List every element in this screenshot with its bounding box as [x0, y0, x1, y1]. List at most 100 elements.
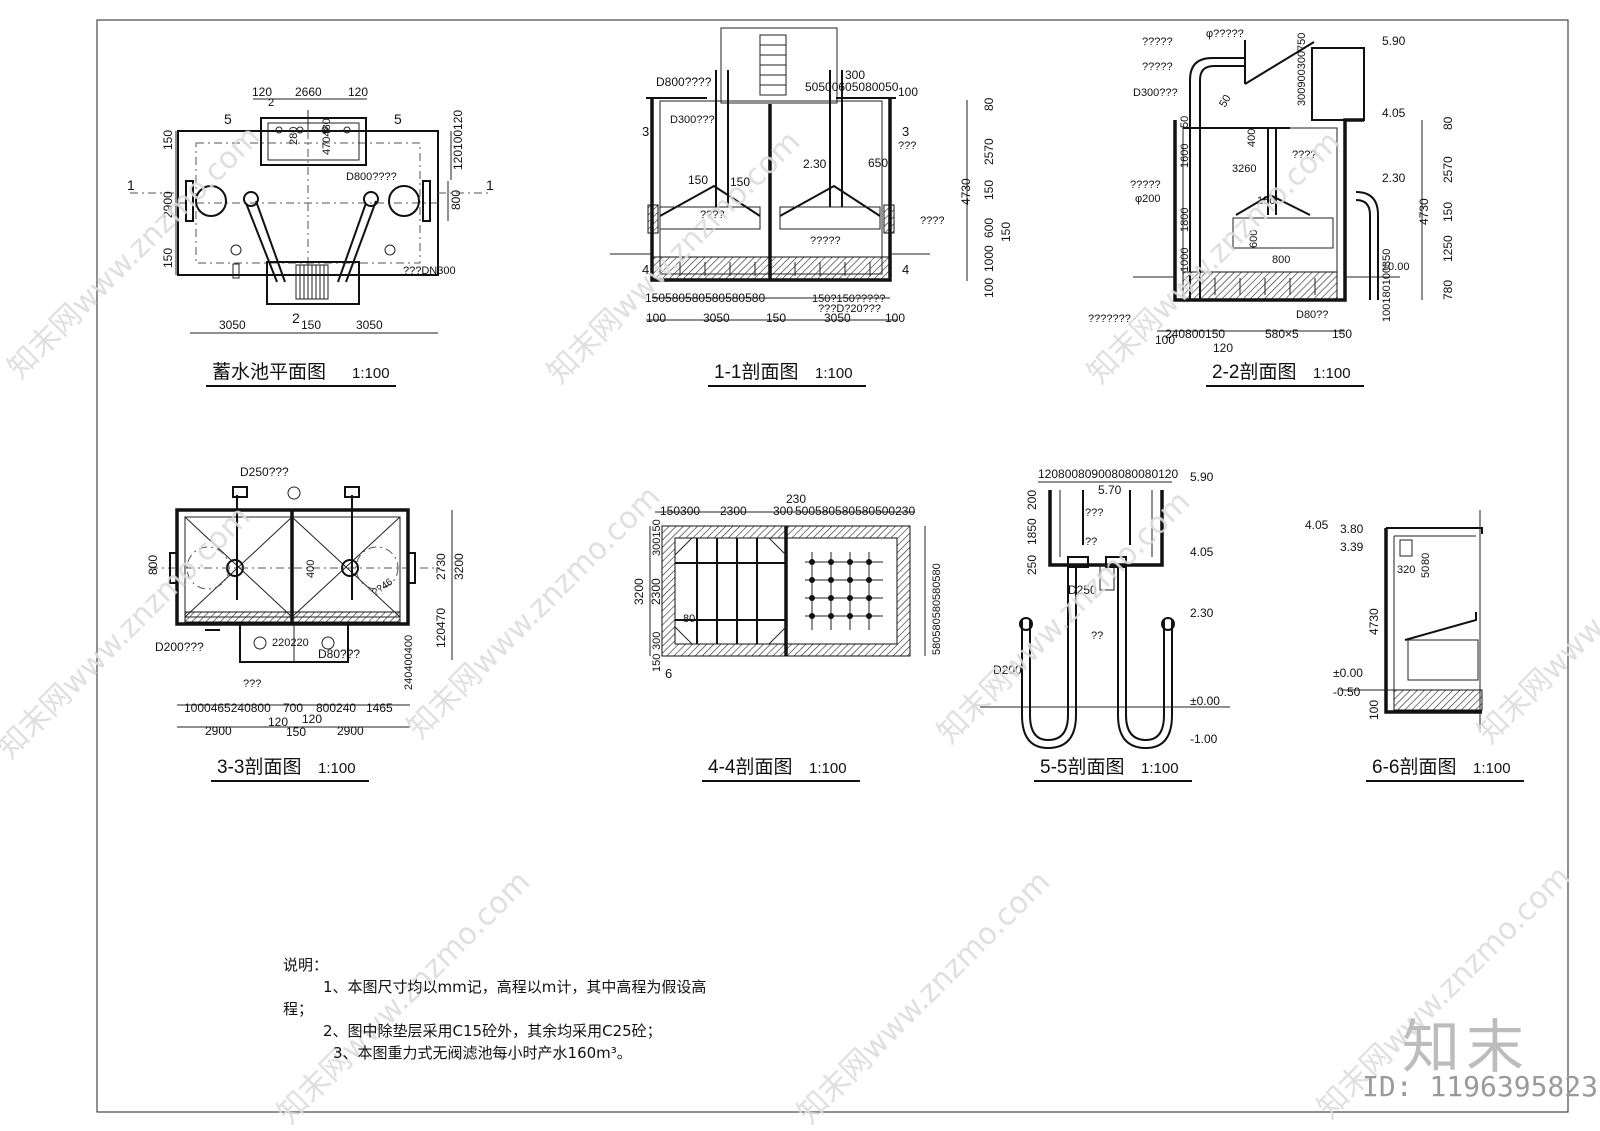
s55-dim-v250: 250: [1025, 555, 1039, 575]
note-1: 1、本图尺寸均以mm记，高程以m计，其中高程为假设高: [323, 978, 707, 996]
s66-dim-v80: 80: [1420, 553, 1432, 565]
s11-dim-150a: 150: [688, 173, 708, 187]
s66-elev-339: 3.39: [1340, 540, 1364, 554]
s33-dim-b150: 150: [286, 725, 306, 739]
s22-dim-b150: 150: [1332, 327, 1352, 341]
asset-id: ID: 1196395823: [1362, 1070, 1599, 1103]
s22-dim-b580: 580×5: [1265, 327, 1299, 341]
view-titles: 蓄水池平面图 1:100 1-1剖面图 1:100 2-2剖面图 1:100 3…: [206, 361, 1524, 782]
note-3: 3、本图重力式无阀滤池每小时产水160m³。: [333, 1044, 632, 1062]
s55-elev-000: ±0.00: [1190, 694, 1220, 708]
notes-block: 说明： 1、本图尺寸均以mm记，高程以m计，其中高程为假设高 程； 2、图中除垫…: [283, 954, 803, 1064]
s66-dim-v100: 100: [1367, 700, 1381, 720]
plan-dim-top3: 120: [348, 85, 368, 99]
title-s22-scale: 1:100: [1313, 365, 1351, 382]
s11-label-q5: ?????: [810, 235, 841, 247]
s11-dim-b1: 100: [646, 311, 666, 325]
s22-dim-i150: 150: [1257, 195, 1275, 207]
s33-dim-r120: 120: [434, 628, 448, 648]
s44-dim-left-top: 300150: [651, 519, 663, 556]
plan-view: [130, 98, 490, 334]
s22-elev-405: 4.05: [1382, 106, 1406, 120]
s66-elev-000: ±0.00: [1333, 666, 1363, 680]
title-s66: 6-6剖面图: [1372, 756, 1456, 778]
s33-dim-b2900b: 2900: [337, 724, 364, 738]
s11-dim-v4730: 4730: [959, 178, 973, 205]
title-s55: 5-5剖面图: [1040, 756, 1124, 778]
s55-label-d250: D250: [1068, 583, 1097, 597]
s33-dim-b2900a: 2900: [205, 724, 232, 738]
s22-dim-l50: 50: [1179, 116, 1191, 128]
s55-elev-570: 5.70: [1098, 483, 1122, 497]
s22-dim-v150: 150: [1441, 202, 1455, 222]
s11-label-q4: ????: [700, 209, 724, 221]
s22-dim-l1800: 1800: [1179, 208, 1191, 232]
section-5-5-drawing: [980, 481, 1230, 750]
s22-elev-230: 2.30: [1382, 171, 1406, 185]
s11-dim-r100: 100: [898, 85, 918, 99]
s22-dim-v2570: 2570: [1441, 156, 1455, 183]
section-2-2-drawing: [1133, 40, 1423, 332]
s22-label-phi200: φ200: [1135, 193, 1161, 205]
s33-dim-b700: 700: [283, 701, 303, 715]
plan-section-1-left: 1: [127, 177, 135, 193]
title-s11: 1-1剖面图: [714, 361, 798, 383]
s22-dim-b120: 120: [1213, 341, 1233, 355]
s33-label-q: ???: [243, 678, 261, 690]
s33-dim-r3200: 3200: [452, 553, 466, 580]
s55-dim-top-seq: 120800809008080080120: [1038, 467, 1178, 481]
s22-label-5: ???????: [1088, 313, 1131, 325]
s22-dim-i600: 600: [1248, 230, 1260, 248]
note-2: 2、图中除垫层采用C15砼外，其余均采用C25砼；: [323, 1022, 662, 1040]
s22-label-d300: D300???: [1133, 87, 1178, 99]
title-s44-scale: 1:100: [809, 760, 847, 777]
s11-section-4-right: 4: [902, 262, 909, 277]
s11-dim-bot-seq: 150580580580580580: [645, 291, 765, 305]
s33-label-d200: D200???: [155, 640, 204, 654]
s11-label-d800: D800????: [656, 75, 712, 89]
plan-dim-bot2: 150: [301, 318, 321, 332]
s22-dim-v4730: 4730: [1417, 198, 1431, 225]
s11-dim-v80: 80: [982, 97, 996, 111]
s33-dim-b1465: 1465: [366, 701, 393, 715]
title-s66-scale: 1:100: [1473, 760, 1511, 777]
s22-label-d80: D80??: [1296, 309, 1328, 321]
s11-dim-b3: 150: [766, 311, 786, 325]
s33-dim-b120a: 120: [268, 715, 288, 729]
s11-label-q4-right: ????: [920, 215, 944, 227]
s22-dim-i800: 800: [1272, 254, 1290, 266]
s22-elev-590: 5.90: [1382, 34, 1406, 48]
s44-section-6: 6: [665, 666, 672, 681]
note-1-continued: 程；: [283, 1000, 314, 1018]
s66-dim-v50: 50: [1420, 566, 1432, 578]
section-4-4-drawing: [649, 511, 926, 657]
s66-elev-405: 4.05: [1305, 518, 1329, 532]
plan-dim-right1: 120100120: [451, 110, 465, 170]
s22-dim-v780: 780: [1441, 280, 1455, 300]
plan-dim-bot3: 3050: [356, 318, 383, 332]
s11-dim-b2: 3050: [703, 311, 730, 325]
s33-dim-r470: 470: [434, 608, 448, 628]
s44-dim-top230: 230: [786, 492, 806, 506]
s22-dim-q50: 50: [1217, 93, 1234, 110]
s22-dim-r-small: 100180100350: [1381, 249, 1393, 322]
s22-dim-l1000: 1000: [1179, 248, 1191, 272]
title-s33-scale: 1:100: [318, 760, 356, 777]
s44-dim-left3200: 3200: [632, 578, 646, 605]
s11-label-d300: D300???: [670, 114, 715, 126]
s55-label-q3: ??: [1085, 536, 1097, 548]
plan-dim-inner2: 470480: [321, 118, 333, 155]
s11-elev-230: 2.30: [803, 157, 827, 171]
s11-label-bot: 150?150?????: [812, 293, 885, 305]
plan-dim-left3: 150: [161, 248, 175, 268]
plan-dim-bot1: 3050: [219, 318, 246, 332]
s44-dim-top2300: 2300: [720, 504, 747, 518]
s33-label-d250: D250???: [240, 465, 289, 479]
s55-dim-v200: 200: [1025, 490, 1039, 510]
s22-label-1: ?????: [1142, 36, 1173, 48]
s55-elev-100: -1.00: [1190, 732, 1218, 746]
s11-dim-top2: 300: [845, 68, 865, 82]
section-1-1-drawing: [610, 27, 968, 321]
s44-dim-right-seq: 580580580580580: [931, 563, 943, 655]
plan-label-d800: D800????: [346, 171, 397, 183]
